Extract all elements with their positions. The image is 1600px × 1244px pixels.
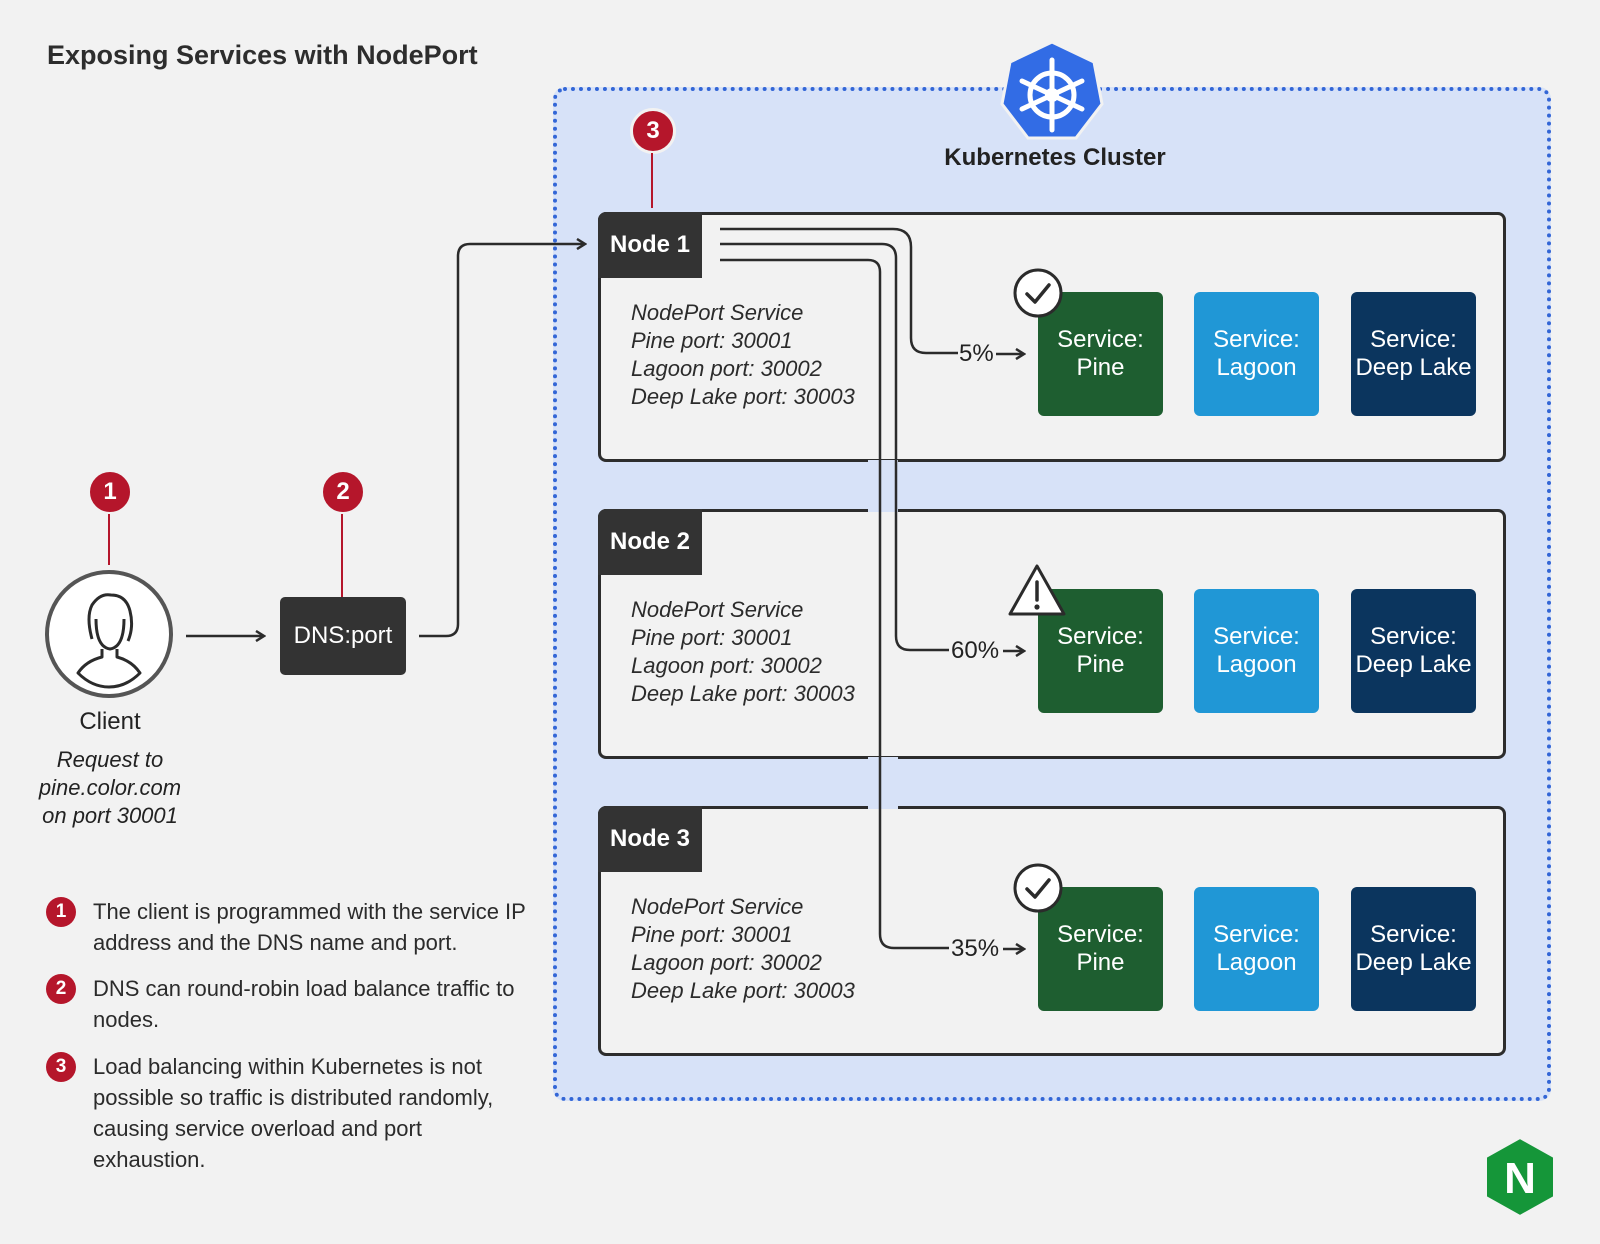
badge-3-connector: [651, 153, 653, 208]
kubernetes-logo-icon: [1000, 40, 1104, 140]
service-deeplake-node1: Service: Deep Lake: [1351, 292, 1476, 416]
dns-port-box: DNS:port: [280, 597, 406, 675]
legend-badge-2: 2: [46, 974, 76, 1004]
traffic-pct-node1: 5%: [959, 340, 994, 367]
service-pine-node2: Service: Pine: [1038, 589, 1163, 713]
node-3-line-pine: Pine port: 30001: [631, 922, 793, 947]
legend-text-3: Load balancing within Kubernetes is not …: [93, 1054, 494, 1172]
service-pine-line2: Pine: [1076, 354, 1125, 381]
nginx-logo-letter: N: [1504, 1154, 1536, 1203]
warning-icon: [1008, 564, 1066, 616]
service-deeplake-line2: Deep Lake: [1355, 354, 1472, 381]
service-deeplake-line2: Deep Lake: [1355, 651, 1472, 678]
client-request-line-2: pine.color.com: [38, 775, 182, 800]
step-badge-3: 3: [630, 108, 676, 154]
route-node1-5pct: [720, 227, 958, 355]
service-lagoon-node3: Service: Lagoon: [1194, 887, 1319, 1011]
node-2-line-pine: Pine port: 30001: [631, 625, 793, 650]
nginx-logo-icon: N: [1485, 1136, 1555, 1218]
node-3-line-deeplake: Deep Lake port: 30003: [631, 978, 855, 1003]
client-request-line-1: Request to: [56, 747, 164, 772]
node-1-ports: NodePort Service Pine port: 30001 Lagoon…: [631, 299, 855, 411]
check-icon: [1013, 863, 1063, 913]
node-1-line-deeplake: Deep Lake port: 30003: [631, 384, 855, 409]
node-2-label: Node 2: [598, 509, 702, 575]
service-deeplake-line1: Service:: [1370, 623, 1457, 650]
node-3-line-service: NodePort Service: [631, 894, 804, 919]
service-deeplake-line1: Service:: [1370, 921, 1457, 948]
route-node3-35pct: [720, 258, 949, 950]
service-lagoon-line2: Lagoon: [1216, 354, 1297, 381]
step-badge-2: 2: [320, 469, 366, 515]
service-deeplake-line1: Service:: [1370, 326, 1457, 353]
service-pine-line2: Pine: [1076, 651, 1125, 678]
node-2-line-lagoon: Lagoon port: 30002: [631, 653, 822, 678]
badge-2-connector: [341, 514, 343, 597]
service-lagoon-line2: Lagoon: [1216, 949, 1297, 976]
node-3-line-lagoon: Lagoon port: 30002: [631, 950, 822, 975]
service-pine-line1: Service:: [1057, 921, 1144, 948]
node-1-line-lagoon: Lagoon port: 30002: [631, 356, 822, 381]
legend-badge-3: 3: [46, 1052, 76, 1082]
service-lagoon-line1: Service:: [1213, 623, 1300, 650]
client-request: Request to pine.color.com on port 30001: [20, 746, 200, 830]
service-pine-line1: Service:: [1057, 326, 1144, 353]
node-2-ports: NodePort Service Pine port: 30001 Lagoon…: [631, 596, 855, 708]
legend-text-2: DNS can round-robin load balance traffic…: [93, 976, 515, 1032]
route-node2-60pct: [720, 242, 949, 652]
client-label: Client: [79, 708, 141, 735]
traffic-pct-node3: 35%: [951, 935, 1000, 962]
node-2-line-service: NodePort Service: [631, 597, 804, 622]
legend-text-1: The client is programmed with the servic…: [93, 899, 526, 955]
node-3-ports: NodePort Service Pine port: 30001 Lagoon…: [631, 893, 855, 1005]
service-lagoon-line1: Service:: [1213, 326, 1300, 353]
node-2-line-deeplake: Deep Lake port: 30003: [631, 681, 855, 706]
service-lagoon-line1: Service:: [1213, 921, 1300, 948]
service-deeplake-node2: Service: Deep Lake: [1351, 589, 1476, 713]
service-lagoon-node2: Service: Lagoon: [1194, 589, 1319, 713]
step-badge-1: 1: [87, 469, 133, 515]
service-deeplake-node3: Service: Deep Lake: [1351, 887, 1476, 1011]
dns-to-node1-arrow: [419, 244, 585, 638]
service-pine-line2: Pine: [1076, 949, 1125, 976]
node-1-line-service: NodePort Service: [631, 300, 804, 325]
service-lagoon-node1: Service: Lagoon: [1194, 292, 1319, 416]
traffic-pct-node2: 60%: [951, 637, 1000, 664]
service-lagoon-line2: Lagoon: [1216, 651, 1297, 678]
client-avatar-icon: [45, 570, 173, 698]
service-pine-line1: Service:: [1057, 623, 1144, 650]
check-icon: [1013, 268, 1063, 318]
service-pine-node3: Service: Pine: [1038, 887, 1163, 1011]
client-request-line-3: on port 30001: [42, 803, 178, 828]
service-pine-node1: Service: Pine: [1038, 292, 1163, 416]
node-1-label: Node 1: [598, 212, 702, 278]
service-deeplake-line2: Deep Lake: [1355, 949, 1472, 976]
badge-1-connector: [108, 514, 110, 565]
node-3-label: Node 3: [598, 806, 702, 872]
cluster-label: Kubernetes Cluster: [944, 144, 1166, 171]
node-1-line-pine: Pine port: 30001: [631, 328, 793, 353]
page-title: Exposing Services with NodePort: [47, 40, 478, 70]
legend-badge-1: 1: [46, 897, 76, 927]
